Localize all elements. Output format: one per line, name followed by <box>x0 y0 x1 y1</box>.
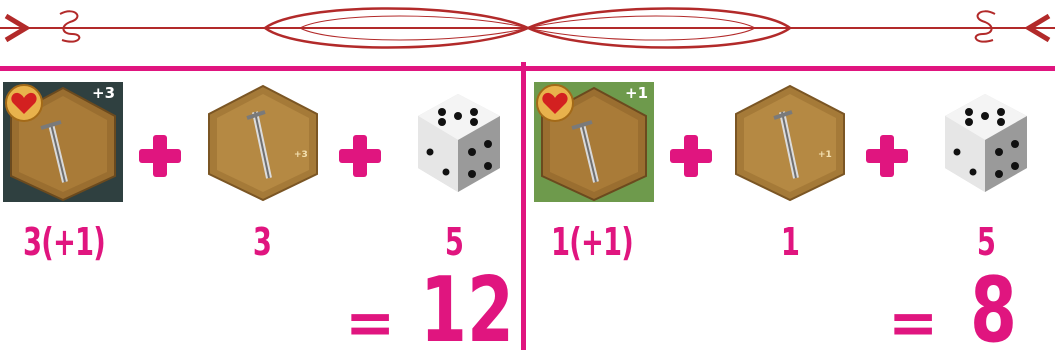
equals-left: = <box>345 288 395 358</box>
card-value-left: 3(+1) <box>8 220 120 264</box>
die-left <box>398 82 518 202</box>
card-value-right: 1(+1) <box>536 220 648 264</box>
plus-icon <box>866 135 908 177</box>
weapon-tile-right <box>730 82 850 202</box>
heart-icon <box>6 85 42 121</box>
ornament-header <box>0 0 1055 60</box>
plus-icon <box>670 135 712 177</box>
card-bonus-left: +3 <box>92 84 115 102</box>
total-right: 8 <box>970 258 1017 363</box>
tile-bonus-left: +3 <box>294 150 308 160</box>
total-left: 12 <box>420 258 514 363</box>
equals-right: = <box>888 288 938 358</box>
tile-bonus-right: +1 <box>818 150 832 160</box>
plus-icon <box>139 135 181 177</box>
die-right <box>925 82 1045 202</box>
weapon-tile-left <box>203 82 323 202</box>
divider-vertical <box>521 62 526 350</box>
die-five-icon <box>398 82 518 202</box>
divider-horizontal <box>0 66 1055 71</box>
tile-value-left: 3 <box>206 220 318 264</box>
die-five-icon <box>925 82 1045 202</box>
tile-value-right: 1 <box>734 220 846 264</box>
heart-icon <box>537 85 573 121</box>
plus-icon <box>339 135 381 177</box>
card-bonus-right: +1 <box>625 84 648 102</box>
